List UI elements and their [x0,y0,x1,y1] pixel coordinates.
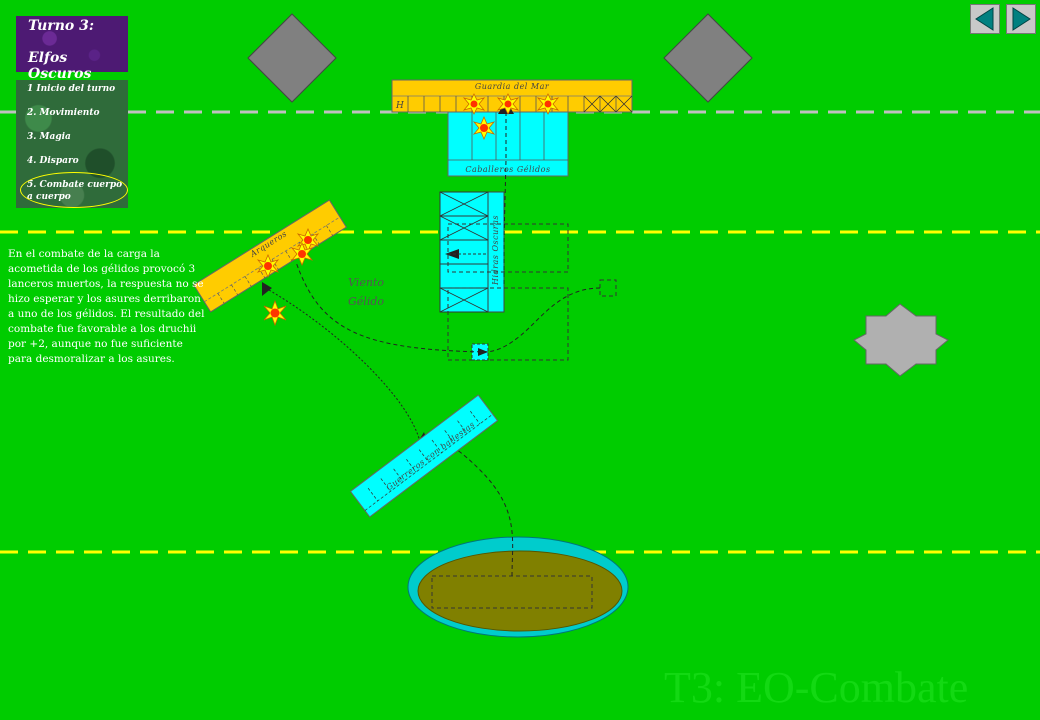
phase-item-3[interactable]: 3. Magia [27,132,71,142]
spell-label-line1: Viento [348,276,384,289]
terrain-diamond-right [663,13,753,103]
lake-inner [417,550,623,632]
label-guardia-marker: H [395,101,404,111]
explosion-markers [256,93,560,327]
phase-item-1[interactable]: 1 Inicio del turno [27,84,116,94]
label-guardia-del-mar: Guardia del Mar [475,82,550,91]
turn-title: Turno 3: [28,18,94,34]
terrain-octagon-star [853,303,949,377]
turn-title-box: Turno 3: Elfos Oscuros [16,16,128,82]
terrain-diamond-left [247,13,337,103]
casualty-markers-guardia [583,95,633,113]
combat-description: En el combate de la carga la acometida d… [8,248,205,365]
next-button[interactable] [1006,4,1036,34]
unit-guerreros-ballestas [349,394,499,518]
active-phase-highlight [20,172,128,208]
slide-watermark: T3: EO-Combate [664,663,969,712]
turn-faction: Elfos Oscuros [28,50,92,82]
arrow-left-icon [975,7,994,31]
unit-caballeros-gelidos [447,111,569,177]
prev-button[interactable] [970,4,1000,34]
unit-arqueros [192,199,348,313]
phase-item-4[interactable]: 4. Disparo [27,156,79,166]
phase-item-2[interactable]: 2. Movimiento [27,108,100,118]
phase-menu: 1 Inicio del turno 2. Movimiento 3. Magi… [16,80,128,208]
spell-label-line2: Gélido [348,295,384,308]
label-caballeros-gelidos: Caballeros Gélidos [465,165,550,174]
label-hidras-oscuras: Hidras Oscuras [491,215,500,286]
arrow-right-icon [1012,7,1031,31]
